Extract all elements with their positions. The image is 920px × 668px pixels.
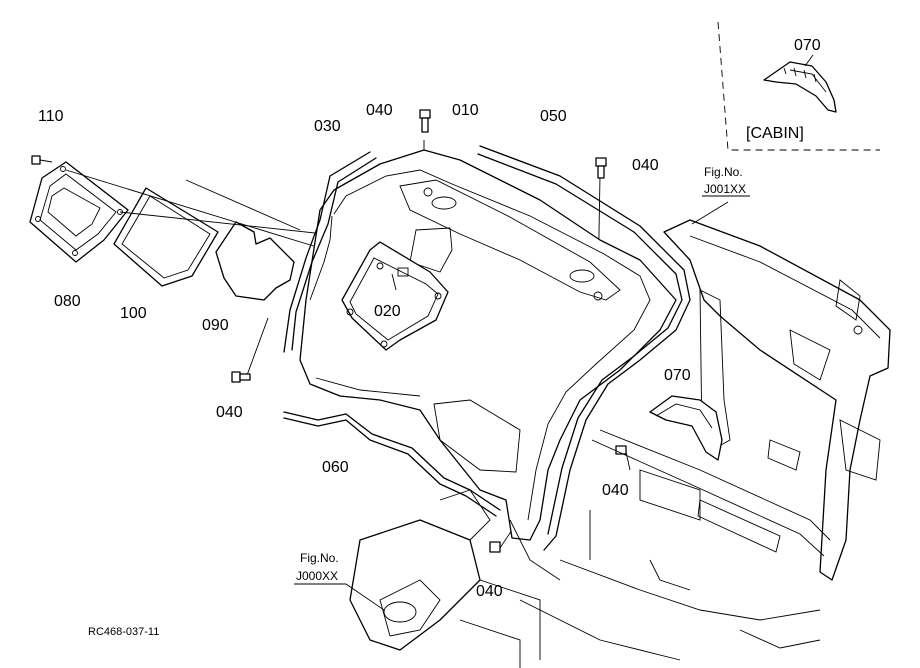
leader-fig-bottom — [345, 583, 385, 611]
leader-fig-top — [691, 201, 729, 225]
cabin-frame-right — [663, 219, 891, 581]
inset-caption: [CABIN] — [746, 125, 804, 142]
part-010-rear-panel — [299, 149, 677, 541]
label-010: 010 — [452, 102, 479, 119]
part-100-gasket — [113, 187, 219, 287]
label-040-bottom: 040 — [476, 583, 503, 600]
drawing-code: RC468-037-11 — [88, 626, 159, 638]
lower-base-left — [349, 489, 561, 668]
bolt-040-bottom — [489, 541, 501, 553]
label-090: 090 — [202, 317, 229, 334]
label-020: 020 — [374, 303, 401, 320]
part-060-lower-seal — [283, 411, 501, 517]
label-070-main: 070 — [664, 367, 691, 384]
bolt-040-mid — [615, 445, 627, 455]
label-040-left: 040 — [216, 404, 243, 421]
label-070-inset: 070 — [794, 37, 821, 54]
fig-ref-bottom-code: J000XX — [296, 569, 338, 583]
part-080-cover-plate — [29, 161, 129, 263]
fig-ref-top-prefix: Fig.No. — [704, 165, 743, 179]
label-110: 110 — [38, 108, 64, 125]
fig-ref-bottom-prefix: Fig.No. — [300, 551, 339, 565]
label-100: 100 — [120, 305, 147, 322]
label-030: 030 — [314, 118, 341, 135]
base-frame — [519, 429, 831, 661]
part-070-main-shape — [649, 395, 723, 461]
label-040-mid: 040 — [602, 482, 629, 499]
part-030-seal-strip — [283, 151, 377, 353]
label-040-top: 040 — [366, 102, 393, 119]
bolt-040-right — [595, 157, 607, 179]
label-040-right: 040 — [632, 157, 659, 174]
part-050-seal-strip — [477, 145, 691, 551]
label-080: 080 — [54, 293, 81, 310]
part-070-inset-shape — [763, 61, 837, 113]
part-110-bolt — [31, 155, 53, 165]
bolt-040-left — [231, 371, 251, 383]
part-090-seal-sheet — [215, 221, 295, 301]
label-060: 060 — [322, 459, 349, 476]
label-050: 050 — [540, 108, 567, 125]
bolt-040-top — [419, 109, 431, 133]
cabin-inset — [717, 21, 880, 151]
fig-ref-top-code: J001XX — [704, 182, 746, 196]
part-020-window-frame — [341, 241, 449, 351]
